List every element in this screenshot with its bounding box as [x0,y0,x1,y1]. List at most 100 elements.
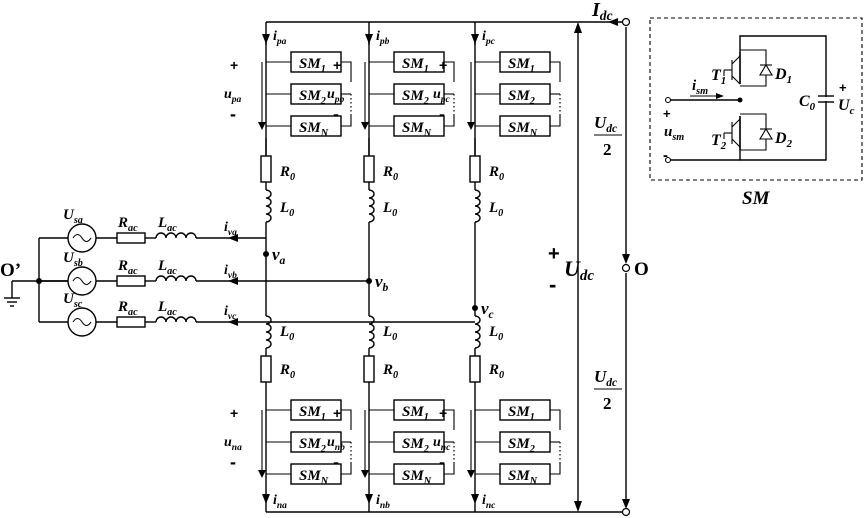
sine-icon [72,276,92,286]
phase-leg-0: ipaSM1SM2SMN+upa-R0L0vaL0R0SM1SM2SMN+una… [224,22,352,512]
n-sm-chain-1-2 [550,409,561,430]
node-label-2: vc [481,299,494,321]
n-u-arrow-head-2 [467,470,475,478]
p-sm1-1-box [393,51,445,73]
r0-lower-1 [363,355,375,383]
rac-label-2: Rac [117,299,138,318]
p-smn-1: SMN [393,115,445,139]
n-smn-1-box [393,463,445,485]
p-u-arrow-head-2 [467,122,475,130]
l0-lower-1 [368,315,375,349]
idc-arrow-head [608,18,618,26]
n-sm1-0: SM1 [290,399,342,423]
node-0 [263,251,269,257]
uc-plus-sign: + [839,80,847,95]
n-u-plus-0: + [230,405,238,421]
t1-emitter [731,75,741,85]
n-smn-1-label: SMN [402,468,432,487]
n-u-minus-0: - [230,452,236,472]
d2-triangle [759,127,773,140]
p-sm1-1-label: SM1 [402,56,429,75]
p-smn-0: SMN [290,115,342,139]
n-u-arrow-head-0 [258,470,266,478]
n-sm1-0-label: SM1 [299,404,326,423]
n-sm1-1: SM1 [393,399,445,423]
p-sm-chain-3-2 [550,114,561,127]
rac-label-0: Rac [117,215,138,234]
capacitor-c0 [818,95,834,103]
udc-plus-sign: + [548,243,560,265]
p-sm1-0-label: SM1 [299,56,326,75]
phase-leg-2: ipcSM1SM2SMN+upc-R0L0vcL0R0SM1SM2SMN+unc… [433,22,561,512]
p-smn-0-label: SMN [299,120,329,139]
n-smn-2-label: SMN [508,468,538,487]
usm-plus-sign: + [663,106,671,121]
udc-half-lower: Udc 2 [594,367,622,413]
p-u-label-0: upa [224,87,242,105]
p-sm2-0-label: SM2 [299,88,326,107]
l0-lower-label-2: L0 [488,324,503,343]
iv-arrow-2 [228,318,238,326]
d2-branch [740,113,767,151]
half-lower-arrow-head [622,499,630,509]
in-arrow-0 [262,494,270,504]
udc-half-lower-den: 2 [603,394,612,413]
p-u-minus-0: - [230,104,236,124]
l0-upper-label-1: L0 [382,200,397,219]
r0-upper-1 [363,155,375,183]
l0-lower-0 [265,315,272,349]
midpoint-label: O [634,259,649,280]
n-u-arrow-head-1 [361,470,369,478]
in-label-1: inb [376,493,390,511]
n-smn-0: SMN [290,463,342,487]
p-sm2-1: SM2 [393,83,445,107]
p-smn-2: SMN [499,115,551,139]
half-upper-arrow-head [622,254,630,264]
n-smn-2: SMN [499,463,551,487]
phase-legs: ipaSM1SM2SMN+upa-R0L0vaL0R0SM1SM2SMN+una… [224,22,561,512]
p-sm-chain-1-0 [341,61,352,82]
rac-1 [116,275,146,287]
r0-lower-2 [469,355,481,383]
n-smn-1: SMN [393,463,445,487]
t1-collector [731,55,741,65]
p-u-label-2: upc [433,87,451,105]
udc-half-lower-num: Udc [594,367,617,389]
p-u-arrow-head-1 [361,122,369,130]
node-2 [472,305,478,311]
n-sm2-2-label: SM2 [508,436,535,455]
ip-label-2: ipc [482,29,496,47]
p-u-plus-0: + [230,57,238,73]
l0-lower-label-0: L0 [279,324,294,343]
p-u-minus-2: - [439,104,445,124]
ism-label: ism [692,78,708,97]
p-smn-1-box [393,115,445,137]
n-sm2-1-box [393,431,445,453]
midpoint-terminal [621,263,631,273]
udc-half-upper: Udc 2 [594,113,622,159]
p-sm1-0-box [290,51,342,73]
l0-upper-2 [474,189,481,223]
udc-arrow-up-head [574,22,582,33]
source-label-0: Usa [63,207,83,226]
ip-arrow-0 [262,34,270,44]
udc-half-upper-num: Udc [594,113,617,135]
p-sm1-2-label: SM1 [508,56,535,75]
usm-minus-sign: - [663,147,668,164]
lac-1 [155,275,197,282]
p-u-label-1: upb [327,87,345,105]
n-sm-chain-1-0 [341,409,352,430]
in-arrow-1 [365,494,373,504]
p-sm2-0-box [290,83,342,105]
idc-label: Idc [591,0,613,23]
l0-upper-0 [265,189,272,223]
node-label-1: vb [375,272,389,294]
n-sm2-0-box [290,431,342,453]
d1-label: D1 [774,66,792,86]
p-sm2-1-box [393,83,445,105]
p-sm-chain-3-0 [341,114,352,127]
